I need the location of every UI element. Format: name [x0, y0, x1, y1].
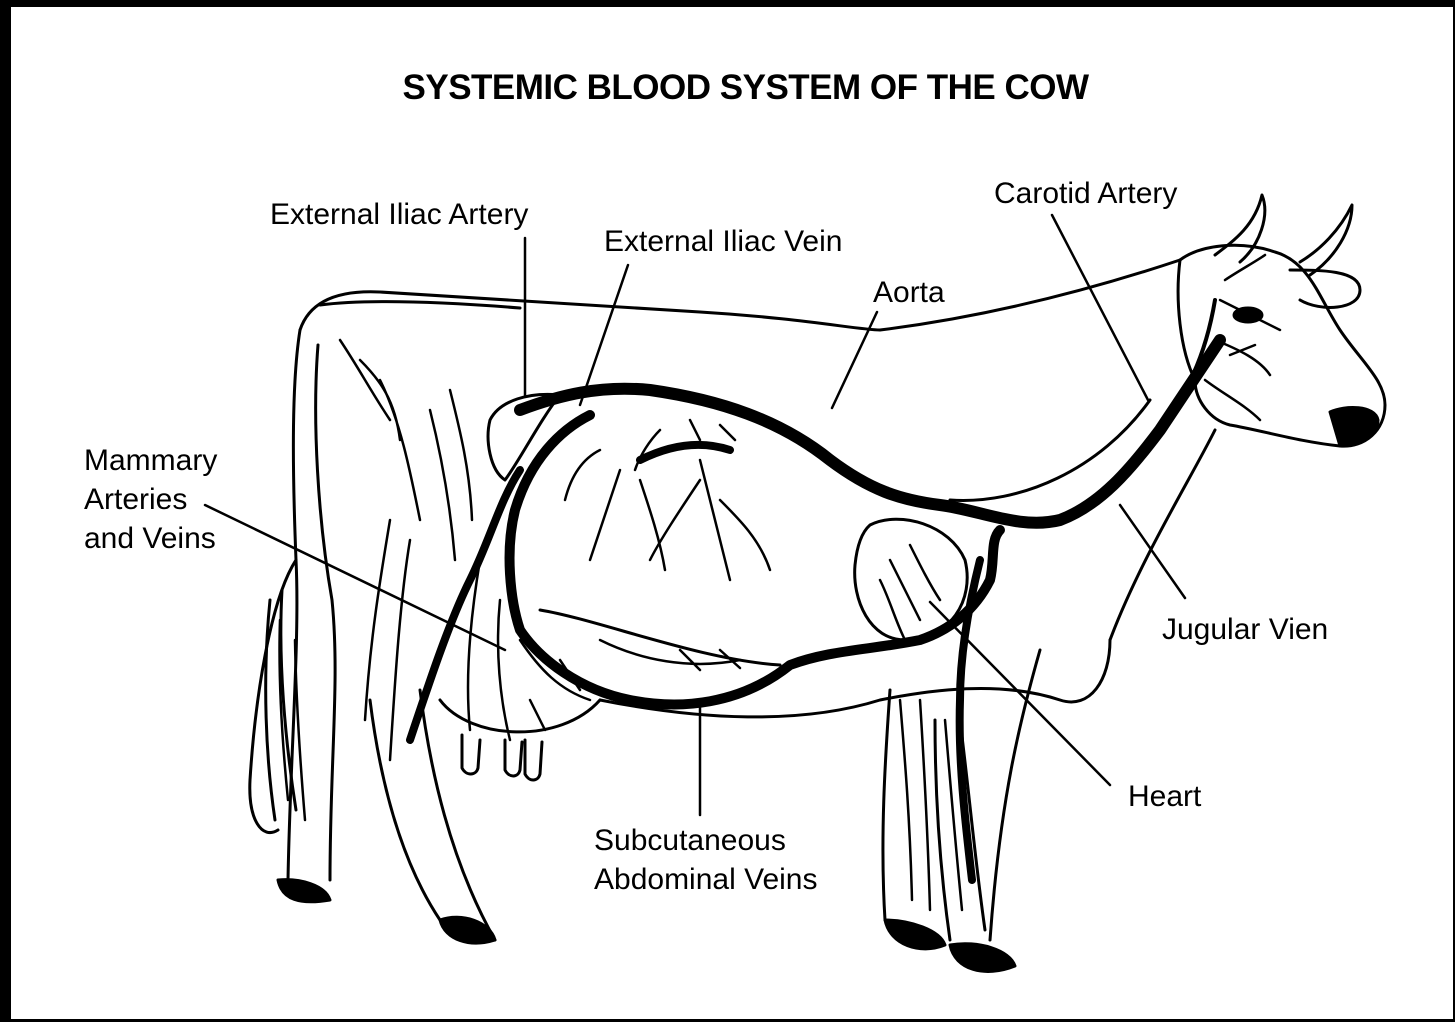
label-external-iliac-artery: External Iliac Artery — [270, 195, 528, 234]
label-mammary-line2: Arteries — [84, 480, 187, 519]
leader-jugular-vein — [1120, 505, 1185, 598]
label-subcutaneous-line1: Subcutaneous — [594, 821, 786, 860]
label-external-iliac-vein: External Iliac Vein — [604, 222, 842, 261]
leader-carotid-artery — [1052, 215, 1148, 400]
aorta-vessel — [520, 340, 1220, 523]
label-subcutaneous-line2: Abdominal Veins — [594, 860, 817, 899]
leader-lines — [205, 215, 1185, 815]
main-vessels — [410, 300, 1220, 880]
label-mammary-line1: Mammary — [84, 441, 217, 480]
diagram-title: SYSTEMIC BLOOD SYSTEM OF THE COW — [18, 68, 1455, 108]
label-jugular-vein: Jugular Vien — [1162, 610, 1328, 649]
label-aorta: Aorta — [873, 273, 945, 312]
label-mammary-line3: and Veins — [84, 519, 216, 558]
leader-mammary — [205, 505, 505, 650]
label-carotid-artery: Carotid Artery — [994, 174, 1177, 213]
label-heart: Heart — [1128, 777, 1201, 816]
